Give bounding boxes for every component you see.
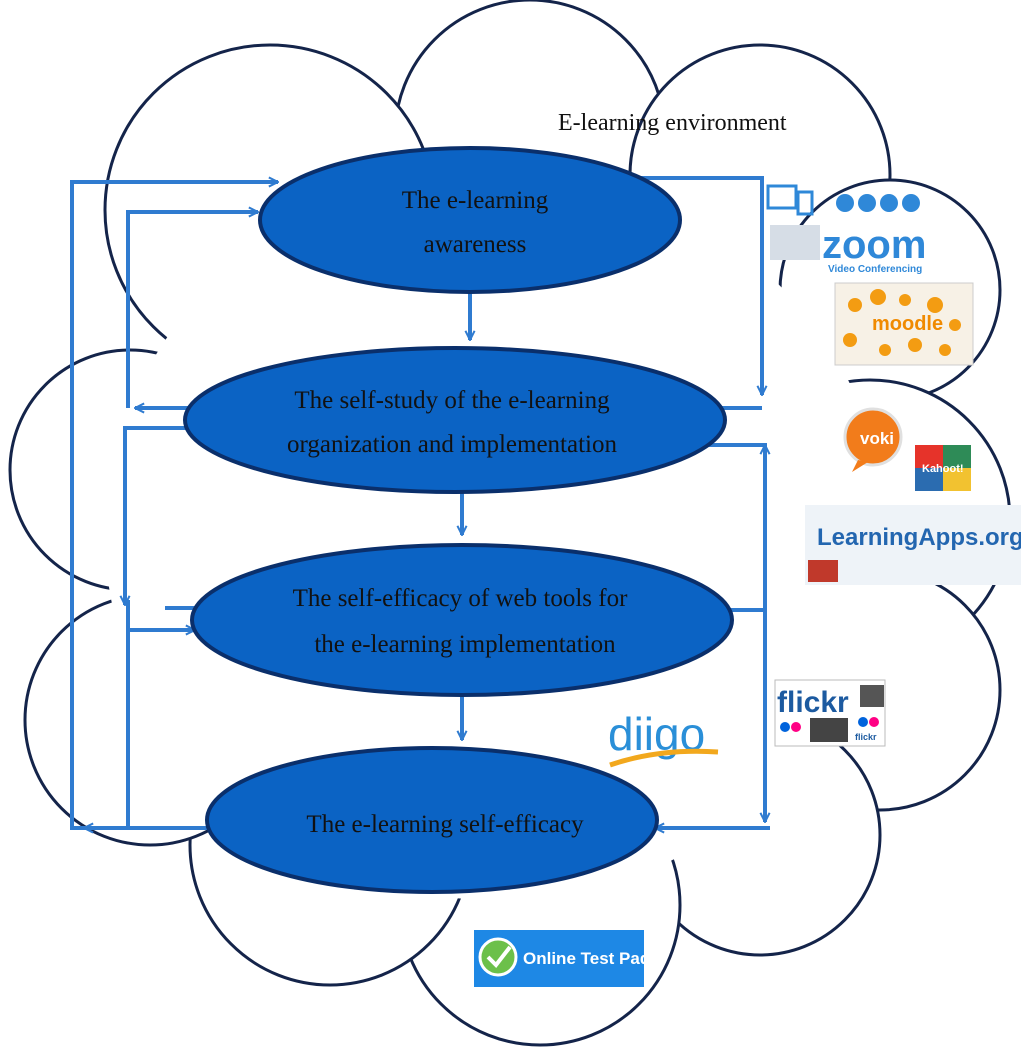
online-test-pad-word: Online Test Pad (523, 949, 650, 968)
learningapps-word: LearningApps.org (817, 524, 1021, 551)
node-awareness: The e-learning awareness (258, 146, 682, 294)
node-self-efficacy: The e-learning self-efficacy (205, 746, 659, 894)
node-awareness-line2: awareness (424, 231, 527, 258)
diigo-logo: diigo (608, 708, 719, 768)
voki-word: voki (860, 429, 894, 448)
flickr-logo: flickr flickr (774, 679, 886, 747)
node-web-tools: The self-efficacy of web tools for the e… (190, 543, 734, 697)
node-self-efficacy-line1: The e-learning self-efficacy (306, 811, 584, 838)
node-web-tools-line2: the e-learning implementation (314, 631, 616, 658)
node-self-study: The self-study of the e-learning organiz… (183, 346, 727, 494)
online-test-pad-logo: Online Test Pad (474, 930, 650, 987)
environment-label: E-learning environment (558, 110, 787, 136)
feedback-selfstudy-to-awareness (126, 212, 258, 408)
arrow-awareness-right-down (625, 176, 762, 395)
voki-logo: voki (843, 407, 903, 472)
connectors (70, 176, 770, 828)
moodle-word: moodle (872, 313, 943, 335)
kahoot-logo: Kahoot! (915, 445, 971, 491)
flickr-small: flickr (855, 732, 877, 742)
zoom-caption: Video Conferencing (828, 264, 922, 275)
cloud-fill (105, 170, 885, 900)
moodle-logo: moodle (834, 282, 974, 366)
kahoot-word: Kahoot! (922, 463, 964, 475)
node-self-study-line2: organization and implementation (287, 431, 618, 458)
arrow-selfstudy-down-left (125, 426, 195, 605)
zoom-word: zoom (822, 223, 926, 267)
node-self-study-line1: The self-study of the e-learning (294, 387, 610, 414)
learningapps-logo: LearningApps.org (805, 505, 1021, 585)
node-awareness-line1: The e-learning (402, 187, 549, 214)
flickr-word: flickr (777, 686, 849, 719)
zoom-logo: zoom Video Conferencing (766, 184, 926, 275)
node-web-tools-line1: The self-efficacy of web tools for (293, 585, 628, 612)
